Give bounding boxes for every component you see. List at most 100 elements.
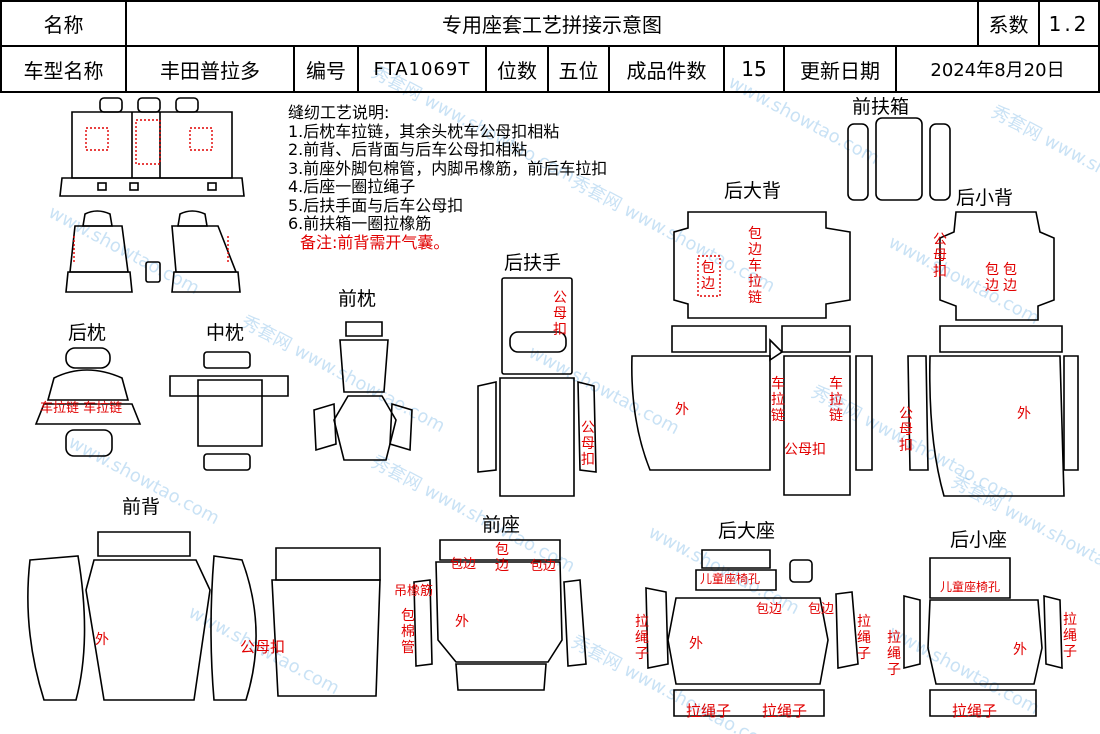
annot-rear-pillow-zipper: 车拉链 车拉链 (40, 401, 123, 416)
label-mid-pillow: 中枕 (206, 322, 245, 344)
header-col-line (977, 0, 979, 46)
annot-edging: 包边 (1003, 262, 1017, 294)
annot-edging: 包边 (495, 542, 509, 574)
pieces-label: 成品件数 (626, 58, 707, 83)
seats-value: 五位 (558, 58, 599, 83)
notes-remark: 备注:前背需开气囊。 (300, 232, 450, 252)
rear-big-seat-pieces (645, 549, 859, 717)
header-bottom-border (0, 91, 1100, 93)
annot-hook-loop: 公母扣 (933, 232, 947, 280)
coef-value: 1.2 (1048, 11, 1090, 36)
annot-edging-zipper: 包边车拉链 (748, 226, 762, 306)
note-item: 2.前背、后背面与后车公母扣相粘 (288, 140, 528, 159)
annot-outer: 外 (455, 614, 469, 630)
label-front-back: 前背 (122, 496, 161, 518)
annot-edging: 包边 (985, 262, 999, 294)
note-item: 4.后座一圈拉绳子 (288, 177, 416, 196)
annot-pull-rope: 拉绳子 (635, 614, 649, 662)
header-col-line (357, 46, 359, 92)
annot-hook-loop: 公母扣 (784, 442, 826, 458)
annot-outer: 外 (95, 632, 109, 648)
rear-pillow-pieces (34, 347, 142, 457)
header-col-line (125, 0, 127, 92)
annot-pull-rope: 拉绳子 (887, 630, 901, 678)
note-item: 3.前座外脚包棉管，内脚吊橡筋，前后车拉扣 (288, 158, 608, 178)
annot-pull-rope: 拉绳子 (762, 702, 808, 720)
annot-hook-loop: 公母扣 (553, 290, 567, 338)
header-right-border (1098, 0, 1100, 92)
annot-pull-rope: 拉绳子 (1063, 612, 1077, 660)
header-col-line (485, 46, 487, 92)
label-rear-big-back: 后大背 (724, 180, 782, 202)
label-front-pillow: 前枕 (338, 288, 377, 310)
label-rear-small-back: 后小背 (956, 187, 1014, 209)
rear-armrest-pieces (477, 277, 597, 497)
header-col-line (895, 46, 897, 92)
annot-edging-cotton-tube: 包棉管 (401, 608, 415, 656)
annot-edging: 包边 (808, 602, 835, 617)
seats-label: 位数 (497, 58, 537, 83)
annot-hook-loop: 公母扣 (581, 420, 595, 468)
sheet-title: 专用座套工艺拼接示意图 (442, 13, 662, 37)
name-label: 名称 (43, 13, 84, 37)
notes-heading: 缝纫工艺说明: (288, 103, 390, 122)
rear-small-back-pieces (907, 211, 1079, 497)
header-left-border (0, 0, 2, 92)
annot-outer: 外 (1017, 406, 1031, 422)
note-item: 1.后枕车拉链，其余头枕车公母扣相粘 (288, 121, 560, 141)
annot-child-seat-hole: 儿童座椅孔 (700, 572, 761, 586)
annot-outer: 外 (675, 402, 689, 418)
header-col-line (1038, 0, 1040, 46)
pieces-value: 15 (741, 57, 767, 81)
annot-edging: 包边 (530, 559, 557, 574)
coef-label: 系数 (988, 13, 1029, 37)
annot-pull-rope: 拉绳子 (857, 614, 871, 662)
annot-elastic-hang: 吊橡筋 (394, 584, 434, 599)
header-col-line (547, 46, 549, 92)
label-rear-pillow: 后枕 (68, 322, 107, 344)
front-seat-pieces (413, 539, 587, 691)
header-top-border (0, 0, 1100, 2)
front-armbox-pieces (847, 117, 951, 201)
mid-pillow-pieces (169, 351, 289, 471)
sewing-notes: 缝纫工艺说明: 1.后枕车拉链，其余头枕车公母扣相粘 2.前背、后背面与后车公母… (288, 103, 608, 252)
label-front-seat: 前座 (482, 514, 521, 536)
header-col-line (783, 46, 785, 92)
header-col-line (723, 46, 725, 92)
label-front-armbox: 前扶箱 (852, 96, 910, 118)
rear-small-seat-pieces (903, 557, 1063, 717)
annot-child-seat-hole: 儿童座椅孔 (940, 580, 1001, 594)
date-value: 2024年8月20日 (930, 60, 1065, 81)
annot-edging: 包边 (701, 260, 715, 292)
model-value: 丰田普拉多 (160, 58, 260, 83)
code-value: FTA1069T (373, 58, 471, 80)
annot-pull-rope: 拉绳子 (952, 702, 998, 720)
header-col-line (608, 46, 610, 92)
annot-outer: 外 (1013, 642, 1027, 658)
annot-hook-loop: 公母扣 (899, 406, 913, 454)
code-label: 编号 (306, 58, 346, 83)
annot-outer: 外 (689, 636, 703, 652)
front-back-pieces (27, 531, 381, 701)
annot-hook-loop: 公母扣 (240, 638, 286, 656)
header-col-line (293, 46, 295, 92)
date-label: 更新日期 (800, 58, 880, 83)
header-row-divider (0, 45, 1100, 47)
note-item: 5.后扶手面与后车公母扣 (288, 195, 464, 215)
annot-edging: 包边 (756, 602, 783, 617)
front-seat-overview (65, 210, 241, 293)
annot-pull-rope: 拉绳子 (686, 702, 732, 720)
label-rear-small-seat: 后小座 (950, 529, 1008, 551)
rear-seat-overview (59, 97, 245, 197)
label-rear-big-seat: 后大座 (718, 520, 776, 542)
rear-big-back-pieces (631, 211, 873, 496)
label-rear-armrest: 后扶手 (504, 252, 562, 274)
note-item: 6.前扶箱一圈拉橡筋 (288, 214, 432, 233)
model-label: 车型名称 (23, 58, 104, 83)
annot-edging: 包边 (450, 557, 477, 572)
front-pillow-pieces (313, 321, 413, 461)
annot-zipper: 车拉链 (829, 376, 843, 424)
annot-zipper: 车拉链 (771, 376, 785, 424)
